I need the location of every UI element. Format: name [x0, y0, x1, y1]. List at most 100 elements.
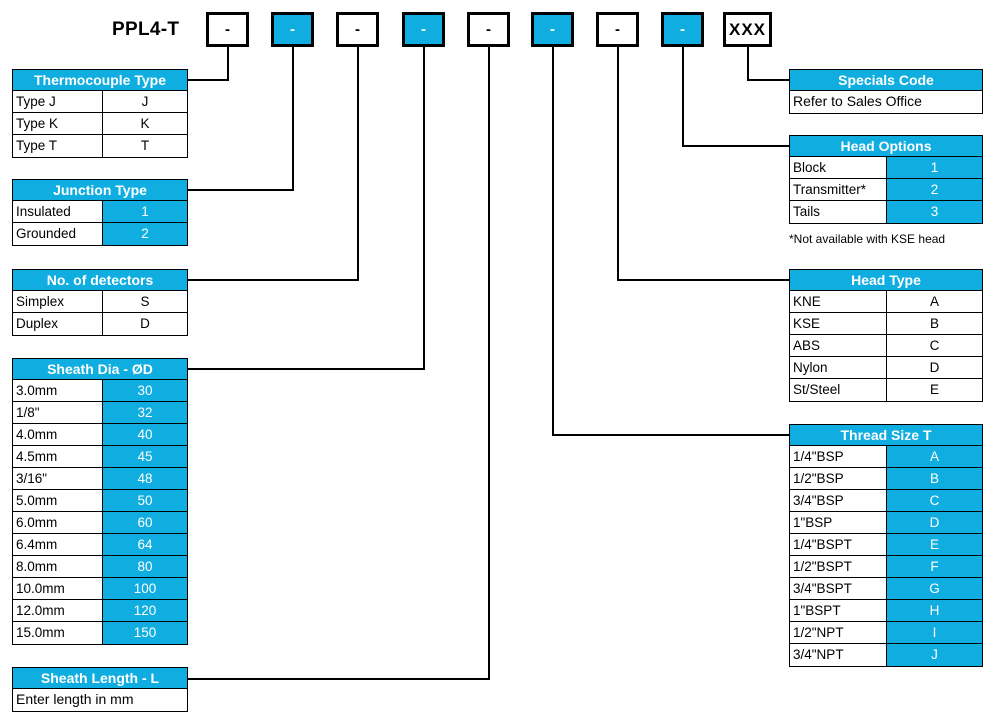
row-label: Grounded	[13, 223, 103, 245]
table-row: 6.4mm 64	[13, 534, 187, 556]
head-options-footnote: *Not available with KSE head	[789, 232, 946, 246]
row-code: 150	[103, 622, 187, 644]
table-row: 1/2"BSP B	[790, 468, 982, 490]
table-row: 4.5mm 45	[13, 446, 187, 468]
table-row: Nylon D	[790, 357, 982, 379]
table-row: 3/4"BSP C	[790, 490, 982, 512]
connector-specials-horizontal	[747, 79, 790, 81]
box-no-of-detectors[interactable]: -	[336, 12, 379, 47]
row-label: Transmitter*	[790, 179, 887, 200]
box-sheath-length-text: -	[486, 21, 491, 38]
row-code: D	[887, 357, 982, 378]
table-sheath-length: Sheath Length - L Enter length in mm	[12, 667, 188, 712]
row-code: 80	[103, 556, 187, 577]
box-sheath-dia[interactable]: -	[402, 12, 445, 47]
row-label: Simplex	[13, 291, 103, 312]
row-code: D	[103, 313, 187, 335]
box-head-options[interactable]: -	[661, 12, 704, 47]
table-row: 8.0mm 80	[13, 556, 187, 578]
row-code: 1	[103, 201, 187, 222]
connector-sheathdia-horizontal	[188, 368, 425, 370]
table-row: 3.0mm 30	[13, 380, 187, 402]
table-row: 1/4"BSP A	[790, 446, 982, 468]
connector-headtype-horizontal	[617, 279, 790, 281]
row-code: S	[103, 291, 187, 312]
row-label: 5.0mm	[13, 490, 103, 511]
box-junction-type[interactable]: -	[271, 12, 314, 47]
row-label: 1/4"BSPT	[790, 534, 887, 555]
table-row: 3/4"NPT J	[790, 644, 982, 666]
table-row: 1/4"BSPT E	[790, 534, 982, 556]
table-head-type-title: Head Type	[790, 270, 982, 291]
row-label: Type K	[13, 113, 103, 134]
connector-headtype-vertical	[617, 47, 619, 280]
row-code: 2	[887, 179, 982, 200]
box-sheath-dia-text: -	[421, 21, 426, 38]
table-no-of-detectors-title: No. of detectors	[13, 270, 187, 291]
row-code: J	[103, 91, 187, 112]
row-code: K	[103, 113, 187, 134]
box-thread-size[interactable]: -	[531, 12, 574, 47]
table-row: KSE B	[790, 313, 982, 335]
row-code: E	[887, 379, 982, 401]
table-no-of-detectors: No. of detectors Simplex S Duplex D	[12, 269, 188, 336]
row-label: 8.0mm	[13, 556, 103, 577]
row-label: 3/4"NPT	[790, 644, 887, 666]
connector-junction-horizontal	[188, 189, 294, 191]
box-thermocouple-type[interactable]: -	[206, 12, 249, 47]
connector-sheathlength-horizontal	[188, 678, 490, 680]
table-sheath-length-title: Sheath Length - L	[13, 668, 187, 689]
table-thread-size: Thread Size T 1/4"BSP A 1/2"BSP B 3/4"BS…	[789, 424, 983, 667]
row-label: 1/2"BSP	[790, 468, 887, 489]
table-row: Block 1	[790, 157, 982, 179]
row-label: 1/8"	[13, 402, 103, 423]
table-row: 1/2"NPT I	[790, 622, 982, 644]
row-label: Insulated	[13, 201, 103, 222]
connector-detectors-vertical	[357, 47, 359, 280]
connector-sheathdia-vertical	[423, 47, 425, 369]
row-code: 3	[887, 201, 982, 223]
table-row: St/Steel E	[790, 379, 982, 401]
row-code: 32	[103, 402, 187, 423]
row-code: 48	[103, 468, 187, 489]
box-head-options-text: -	[680, 21, 685, 38]
part-number-prefix: PPL4-T	[112, 19, 180, 40]
row-label: Type J	[13, 91, 103, 112]
table-junction-type-title: Junction Type	[13, 180, 187, 201]
row-code: B	[887, 313, 982, 334]
row-code: 50	[103, 490, 187, 511]
row-code: G	[887, 578, 982, 599]
table-row: Grounded 2	[13, 223, 187, 245]
sheath-length-instruction: Enter length in mm	[13, 689, 187, 711]
row-code: C	[887, 490, 982, 511]
row-label: 4.0mm	[13, 424, 103, 445]
connector-thermocouple-horizontal	[188, 79, 229, 81]
row-label: 1"BSPT	[790, 600, 887, 621]
table-row: 10.0mm 100	[13, 578, 187, 600]
row-code: A	[887, 446, 982, 467]
box-head-type[interactable]: -	[596, 12, 639, 47]
row-label: KSE	[790, 313, 887, 334]
box-specials-code-text: XXX	[728, 19, 767, 39]
table-head-type: Head Type KNE A KSE B ABS C Nylon D St/S…	[789, 269, 983, 402]
box-thermocouple-type-text: -	[225, 21, 230, 38]
row-code: 45	[103, 446, 187, 467]
row-label: KNE	[790, 291, 887, 312]
row-label: 6.0mm	[13, 512, 103, 533]
row-code: 2	[103, 223, 187, 245]
row-label: 4.5mm	[13, 446, 103, 467]
table-head-options: Head Options Block 1 Transmitter* 2 Tail…	[789, 135, 983, 224]
table-row: Type J J	[13, 91, 187, 113]
row-code: H	[887, 600, 982, 621]
row-code: 120	[103, 600, 187, 621]
table-row: Duplex D	[13, 313, 187, 335]
box-no-of-detectors-text: -	[355, 21, 360, 38]
table-row: Transmitter* 2	[790, 179, 982, 201]
row-label: Block	[790, 157, 887, 178]
box-specials-code[interactable]: XXX	[723, 12, 772, 47]
row-code: D	[887, 512, 982, 533]
table-row: Type K K	[13, 113, 187, 135]
box-sheath-length[interactable]: -	[467, 12, 510, 47]
row-code: 60	[103, 512, 187, 533]
table-row: 4.0mm 40	[13, 424, 187, 446]
